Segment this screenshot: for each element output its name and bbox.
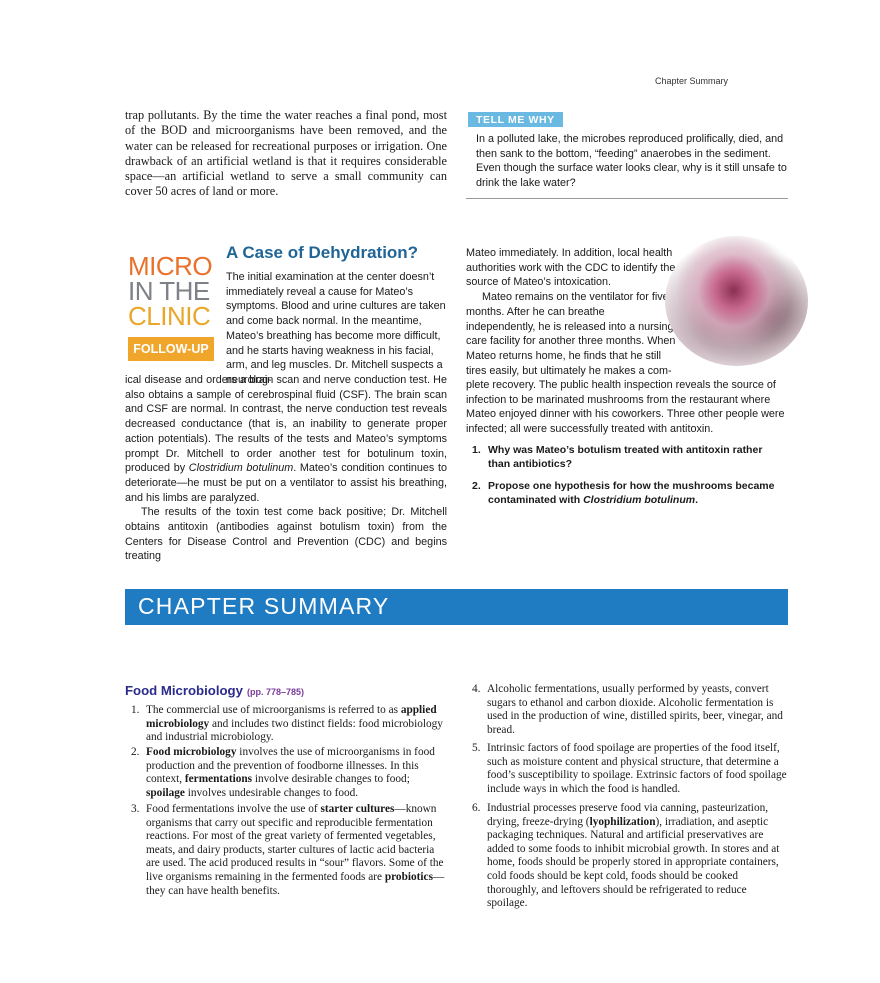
- organism-name: Clostridium botulinum: [188, 462, 294, 475]
- key-term: Food microbiology: [146, 746, 237, 758]
- case-paragraph-top: The initial examination at the center do…: [226, 270, 446, 388]
- section-pages: (pp. 778–785): [246, 687, 304, 697]
- case-text: plete recovery. The public health inspec…: [466, 379, 785, 436]
- summary-item: 5. Intrinsic factors of food spoilage ar…: [472, 742, 787, 795]
- logo-line-in-the: IN THE: [128, 276, 210, 306]
- question-item: 2. Propose one hypothesis for how the mu…: [472, 480, 775, 506]
- micro-in-the-clinic-logo: MICRO IN THE CLINIC FOLLOW-UP: [128, 251, 214, 361]
- summary-item: 3. Food fermentations involve the use of…: [131, 803, 445, 897]
- chapter-summary-banner: [125, 589, 788, 625]
- tell-me-why-text: In a polluted lake, the microbes reprodu…: [476, 133, 787, 189]
- running-head: Chapter Summary: [654, 76, 728, 86]
- tell-me-why-label: TELL ME WHY: [468, 112, 563, 127]
- summary-item: 4. Alcoholic fermentations, usually perf…: [472, 683, 783, 736]
- summary-item: 1. The commercial use of microorganisms …: [131, 704, 443, 744]
- section-heading: Food Microbiology(pp. 778–785): [125, 682, 455, 700]
- case-text: The results of the toxin test come back …: [125, 506, 447, 563]
- case-text: Mateo immediately. In addition, local he…: [466, 247, 676, 289]
- case-title: A Case of Dehydration?: [226, 243, 419, 262]
- case-text: ical disease and orders a brain scan and…: [125, 374, 447, 504]
- question-item: 1. Why was Mateo’s botulism treated with…: [472, 444, 763, 470]
- key-term: probiotics: [384, 870, 433, 883]
- logo-line-clinic: CLINIC: [128, 301, 211, 331]
- key-term: applied microbiology: [146, 704, 437, 730]
- chapter-summary-title: CHAPTER SUMMARY: [138, 593, 390, 619]
- case-text: The initial examination at the center do…: [226, 271, 446, 386]
- key-term: fermentations: [184, 773, 253, 786]
- case-text: Mateo remains on the ventilator for five…: [466, 291, 676, 377]
- case-paragraph-right: Mateo immediately. In addition, local he…: [466, 246, 676, 378]
- clinic-photo: [665, 236, 808, 366]
- case-paragraph-right-full: plete recovery. The public health inspec…: [466, 378, 788, 437]
- key-term: starter cultures: [320, 803, 395, 815]
- section-title: Food Microbiology: [125, 683, 243, 698]
- follow-up-badge: FOLLOW-UP: [128, 337, 214, 361]
- case-paragraph-full: ical disease and orders a brain scan and…: [125, 373, 447, 564]
- tell-me-why-box: TELL ME WHY In a polluted lake, the micr…: [466, 110, 788, 200]
- key-term: lyophilization: [589, 815, 656, 828]
- summary-item: 2. Food microbiology involves the use of…: [131, 746, 435, 799]
- wetland-paragraph: trap pollutants. By the time the water r…: [125, 108, 447, 199]
- case-questions: 1. Why was Mateo’s botulism treated with…: [472, 444, 784, 516]
- key-term: spoilage: [146, 786, 185, 799]
- summary-item: 6. Industrial processes preserve food vi…: [472, 802, 780, 910]
- logo-line-micro: MICRO: [128, 251, 213, 281]
